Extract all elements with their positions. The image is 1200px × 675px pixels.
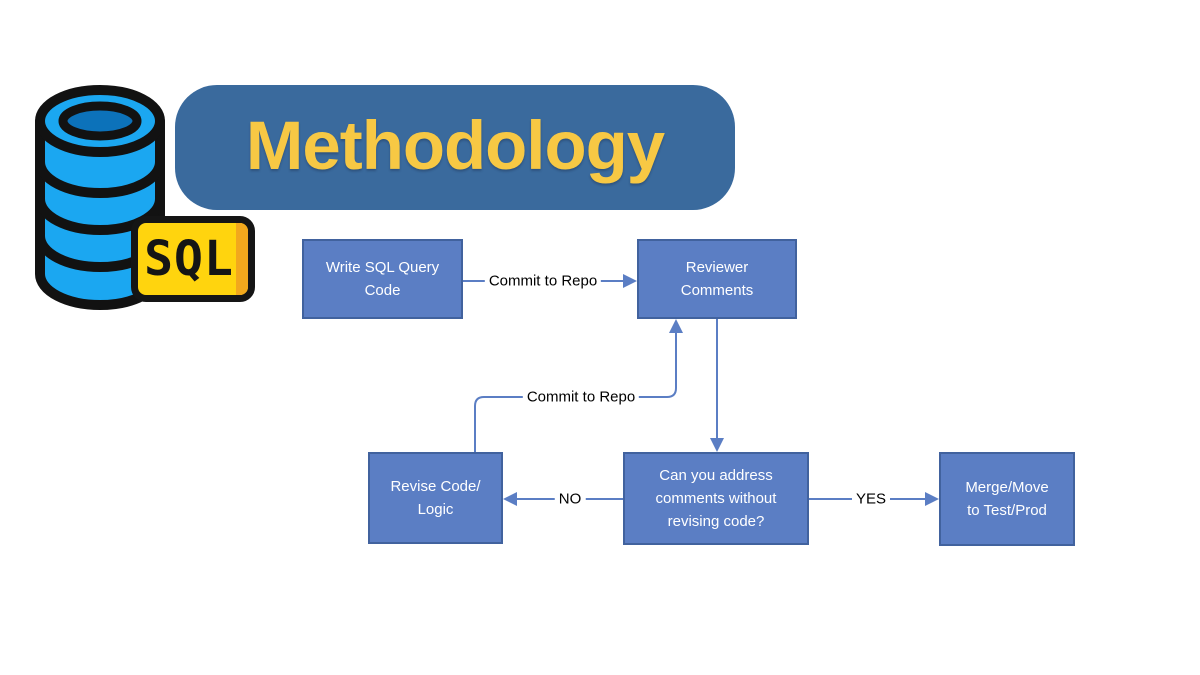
flow-node-revise-code-logic: Revise Code/ Logic xyxy=(368,452,503,544)
edge-label-commit-to-repo-1: Commit to Repo xyxy=(484,271,602,291)
node-line: Code xyxy=(364,282,401,299)
node-line: Comments xyxy=(680,282,754,299)
title-banner: Methodology xyxy=(175,85,735,210)
arrowhead-up-icon xyxy=(669,319,683,333)
node-line: to Test/Prod xyxy=(967,502,1047,519)
node-line: Reviewer xyxy=(685,259,749,276)
node-line: Revise Code/ xyxy=(390,478,481,495)
arrowhead-left-icon xyxy=(503,492,517,506)
node-line: comments without xyxy=(655,490,777,507)
database-band-2 xyxy=(35,194,165,235)
arrowhead-right-icon xyxy=(623,274,637,288)
edge-label-commit-to-repo-2: Commit to Repo xyxy=(522,387,640,407)
flow-node-merge-move-test-prod: Merge/Move to Test/Prod xyxy=(939,452,1075,546)
edge-label-no: NO xyxy=(554,489,586,509)
database-band-1 xyxy=(35,157,165,198)
node-line: Can you address xyxy=(659,467,773,484)
sql-badge-shade xyxy=(236,223,248,295)
node-line: Logic xyxy=(417,501,454,518)
node-line: Write SQL Query xyxy=(325,259,440,276)
sql-badge-label: SQL xyxy=(144,231,234,287)
node-line: revising code? xyxy=(667,513,765,530)
arrowhead-right2-icon xyxy=(925,492,939,506)
flow-node-decision-address-comments: Can you address comments without revisin… xyxy=(623,452,809,545)
node-line: Merge/Move xyxy=(965,479,1049,496)
sql-badge-icon: SQL xyxy=(131,216,255,302)
flow-node-write-sql-query-code: Write SQL Query Code xyxy=(302,239,463,319)
arrowhead-down-icon xyxy=(710,438,724,452)
page-title: Methodology xyxy=(245,107,665,184)
flow-node-reviewer-comments: Reviewer Comments xyxy=(637,239,797,319)
database-top-inner xyxy=(58,101,142,141)
edge-label-yes: YES xyxy=(851,489,891,509)
